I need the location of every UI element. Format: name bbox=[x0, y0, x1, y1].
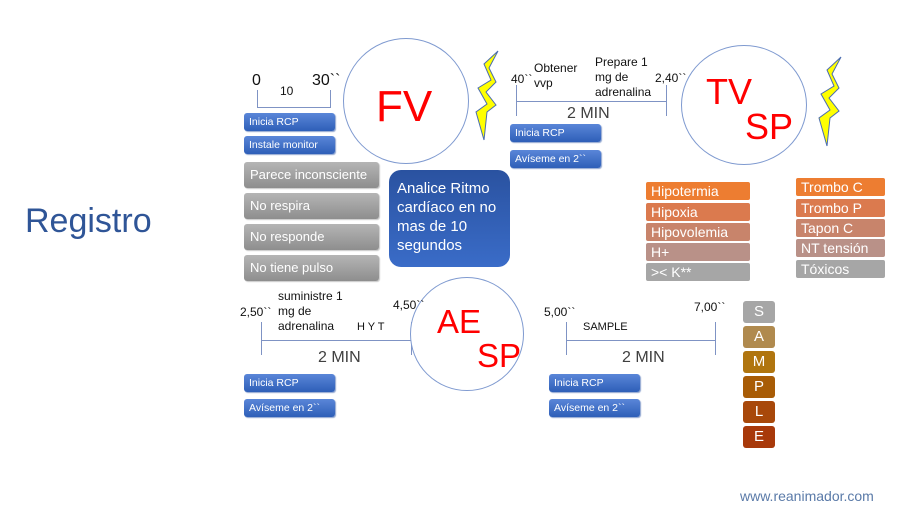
lightning-icon bbox=[818, 56, 842, 147]
check-item[interactable]: No respira bbox=[244, 193, 379, 219]
aviseme-button[interactable]: Avíseme en 2`` bbox=[510, 150, 601, 168]
tick bbox=[330, 90, 331, 108]
ae-duration: 2 MIN bbox=[318, 349, 361, 366]
h-item: >< K** bbox=[646, 263, 750, 281]
tv-step2: Prepare 1 mg de adrenalina bbox=[595, 55, 652, 99]
tick bbox=[516, 85, 517, 116]
sp-label: SP bbox=[745, 106, 794, 147]
check-item[interactable]: No tiene pulso bbox=[244, 255, 379, 281]
timeline bbox=[261, 340, 411, 341]
sample-step: SAMPLE bbox=[583, 321, 628, 333]
t-item: Trombo P bbox=[796, 199, 885, 217]
check-item[interactable]: Parece inconsciente bbox=[244, 162, 379, 188]
ae-circle bbox=[410, 277, 524, 391]
inicia-rcp-button[interactable]: Inicia RCP bbox=[244, 374, 335, 392]
tv-start: 40`` bbox=[511, 72, 533, 86]
sp-label: SP bbox=[477, 337, 522, 374]
time-30: 30`` bbox=[312, 72, 341, 89]
h-item: Hipovolemia bbox=[646, 223, 750, 241]
sample-letter: L bbox=[743, 401, 775, 423]
analyze-box: Analice Ritmo cardíaco en no mas de 10 s… bbox=[389, 170, 510, 267]
aviseme-button[interactable]: Avíseme en 2`` bbox=[244, 399, 335, 417]
t-item: Trombo C bbox=[796, 178, 885, 196]
ae-step1: suministre 1 mg de adrenalina bbox=[278, 289, 343, 333]
tick bbox=[257, 90, 258, 108]
footer-link[interactable]: www.reanimador.com bbox=[740, 488, 874, 504]
sample-letter: E bbox=[743, 426, 775, 448]
ae-label: AE bbox=[437, 303, 482, 340]
tick bbox=[715, 322, 716, 355]
h-item: Hipotermia bbox=[646, 182, 750, 200]
tick bbox=[261, 322, 262, 355]
sample-letter: M bbox=[743, 351, 775, 373]
t-item: Tapon C bbox=[796, 219, 885, 237]
ae-start: 2,50`` bbox=[240, 305, 272, 319]
lightning-icon bbox=[475, 50, 499, 141]
t-item: NT tensión bbox=[796, 239, 885, 257]
timeline bbox=[516, 101, 666, 102]
check-item[interactable]: No responde bbox=[244, 224, 379, 250]
sample-start: 5,00`` bbox=[544, 305, 576, 319]
aviseme-button[interactable]: Avíseme en 2`` bbox=[549, 399, 640, 417]
h-item: H+ bbox=[646, 243, 750, 261]
ae-step2: H Y T bbox=[357, 321, 385, 333]
sample-end: 7,00`` bbox=[694, 300, 726, 314]
tv-label: TV bbox=[706, 71, 753, 112]
sample-letter: A bbox=[743, 326, 775, 348]
tv-duration: 2 MIN bbox=[567, 105, 610, 122]
inicia-rcp-button[interactable]: Inicia RCP bbox=[510, 124, 601, 142]
page-title: Registro bbox=[25, 202, 152, 240]
time-0: 0 bbox=[252, 72, 261, 89]
time-10: 10 bbox=[280, 84, 294, 98]
inicia-rcp-button[interactable]: Inicia RCP bbox=[244, 113, 335, 131]
sample-letter: P bbox=[743, 376, 775, 398]
t-item: Tóxicos bbox=[796, 260, 885, 278]
fv-circle bbox=[343, 38, 469, 164]
sample-letter: S bbox=[743, 301, 775, 323]
fv-label: FV bbox=[376, 82, 433, 131]
inicia-rcp-button[interactable]: Inicia RCP bbox=[549, 374, 640, 392]
tick bbox=[666, 85, 667, 116]
tick bbox=[566, 322, 567, 355]
timeline bbox=[566, 340, 715, 341]
timeline bbox=[257, 107, 330, 108]
instale-monitor-button[interactable]: Instale monitor bbox=[244, 136, 335, 154]
tv-step1: Obtener vvp bbox=[534, 61, 578, 90]
h-item: Hipoxia bbox=[646, 203, 750, 221]
ae-end: 4,50`` bbox=[393, 298, 425, 312]
tv-end: 2,40`` bbox=[655, 71, 687, 85]
sample-duration: 2 MIN bbox=[622, 349, 665, 366]
tv-circle bbox=[681, 45, 807, 165]
